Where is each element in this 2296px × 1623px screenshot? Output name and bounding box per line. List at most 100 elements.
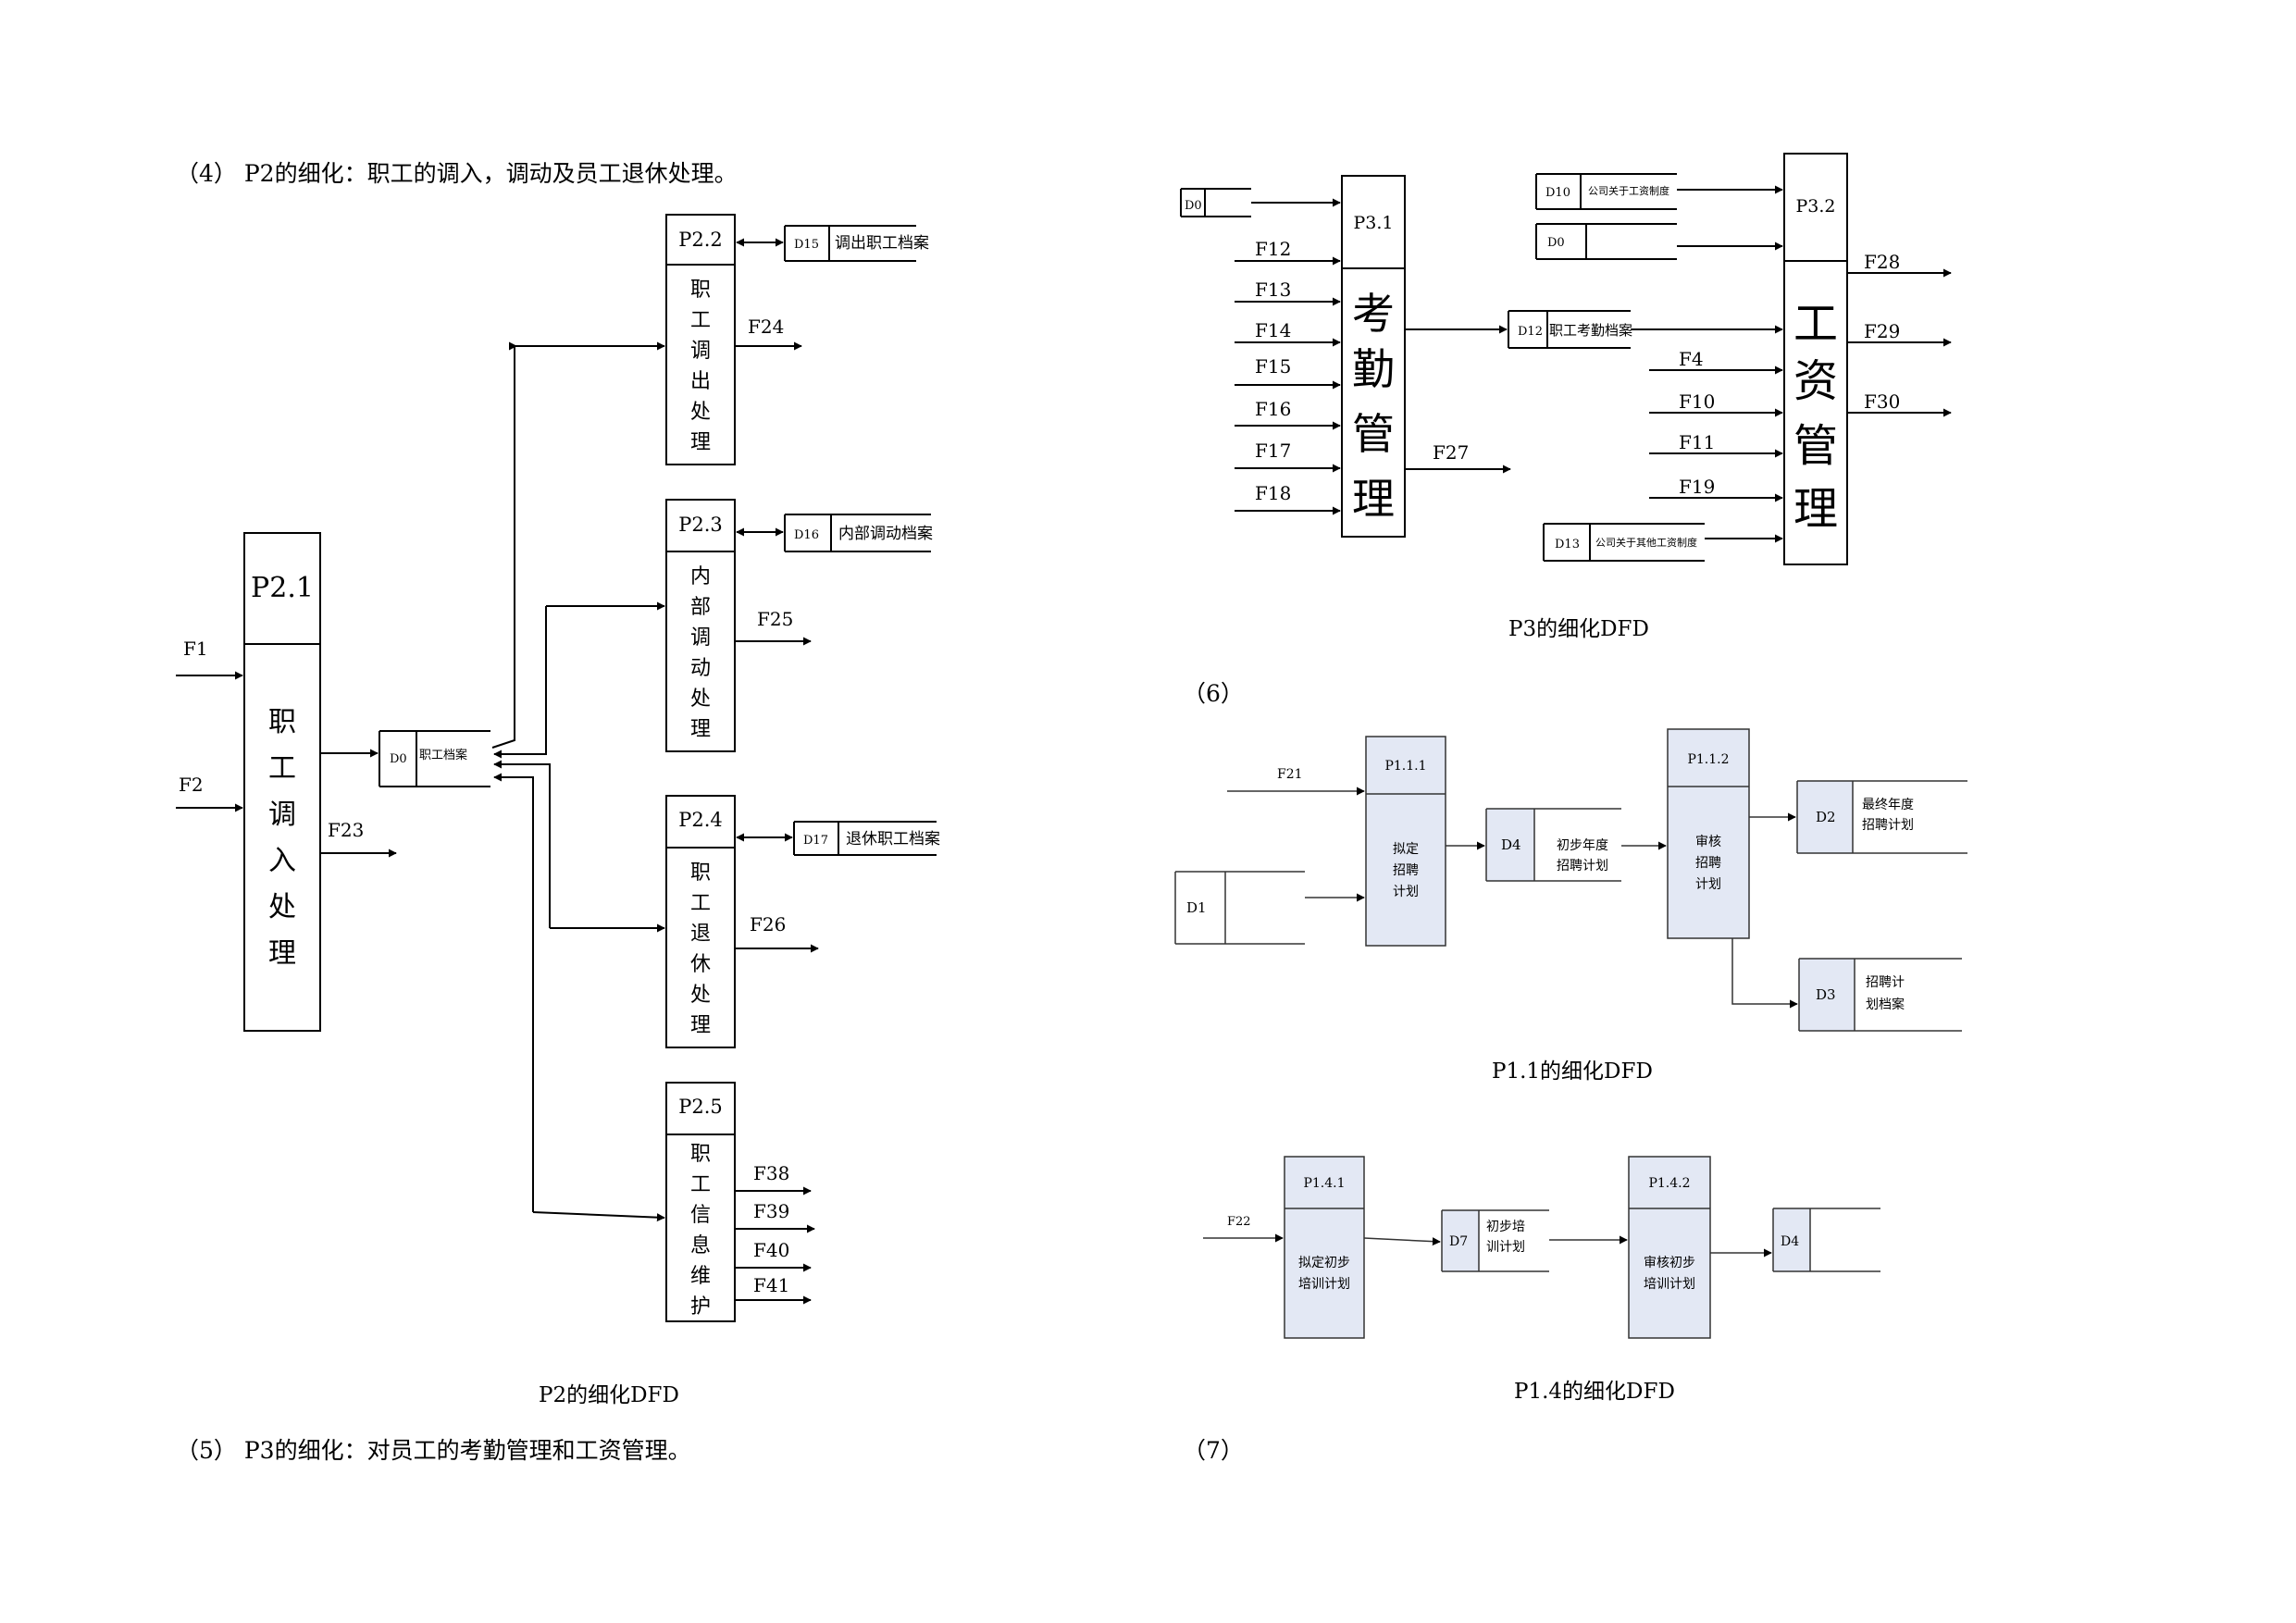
store-d0b-p3: D0 xyxy=(1535,223,1677,260)
svg-text:理: 理 xyxy=(690,431,711,454)
p2-diagram: P2.1 职 工 调 入 处 理 F1 F2 F23 D0 职工档案 xyxy=(176,214,940,1322)
p3-dfd-caption: P3的细化DFD xyxy=(1508,617,1649,641)
p2-dfd-caption: P2的细化DFD xyxy=(539,1383,679,1407)
svg-text:P1.1.2: P1.1.2 xyxy=(1687,752,1729,767)
svg-text:D13: D13 xyxy=(1555,538,1580,551)
svg-text:D4: D4 xyxy=(1781,1234,1799,1249)
p2-intro-text: （4） P2的细化：职工的调入，调动及员工退休处理。 xyxy=(176,160,738,187)
process-p3-1: P3.1 考 勤 管 理 xyxy=(1341,175,1406,538)
store-d0-p3: D0 xyxy=(1180,188,1251,217)
svg-text:息: 息 xyxy=(690,1234,711,1258)
svg-text:F11: F11 xyxy=(1679,431,1715,453)
process-p2-3: P2.3 内 部 调 动 处 理 xyxy=(665,499,736,752)
svg-text:F30: F30 xyxy=(1864,390,1900,413)
svg-text:D0: D0 xyxy=(390,752,407,766)
svg-text:职工考勤档案: 职工考勤档案 xyxy=(1549,322,1632,339)
process-p2-1: P2.1 职 工 调 入 处 理 xyxy=(243,532,321,1032)
svg-text:工: 工 xyxy=(690,309,711,332)
svg-text:初步培: 初步培 xyxy=(1486,1219,1525,1234)
svg-text:初步年度: 初步年度 xyxy=(1557,837,1608,853)
svg-text:管: 管 xyxy=(1793,420,1838,472)
svg-text:P2.2: P2.2 xyxy=(678,229,723,251)
svg-text:处: 处 xyxy=(690,401,711,424)
svg-text:D7: D7 xyxy=(1449,1234,1468,1249)
svg-text:调: 调 xyxy=(690,340,711,363)
svg-text:考: 考 xyxy=(1352,289,1395,339)
svg-text:F28: F28 xyxy=(1864,251,1900,273)
flow-f27: F27 xyxy=(1433,441,1469,464)
svg-text:F18: F18 xyxy=(1255,482,1291,504)
svg-text:P2.5: P2.5 xyxy=(678,1096,723,1118)
store-d0: D0 职工档案 xyxy=(379,730,490,787)
store-d15: D15 调出职工档案 xyxy=(784,225,929,262)
svg-text:出: 出 xyxy=(690,370,711,393)
svg-text:职: 职 xyxy=(690,861,711,885)
svg-text:D12: D12 xyxy=(1518,325,1543,339)
svg-text:职: 职 xyxy=(690,279,711,302)
svg-text:培训计划: 培训计划 xyxy=(1644,1277,1695,1292)
svg-text:工: 工 xyxy=(1793,298,1838,350)
store-d10: D10 公司关于工资制度 xyxy=(1535,173,1677,210)
svg-text:勤: 勤 xyxy=(1352,344,1395,394)
process-p3-2: P3.2 工 资 管 理 xyxy=(1783,153,1848,565)
svg-text:F13: F13 xyxy=(1255,279,1291,301)
svg-text:招聘: 招聘 xyxy=(1393,863,1419,878)
flow-f2: F2 xyxy=(179,774,204,796)
svg-text:F14: F14 xyxy=(1255,319,1291,341)
svg-text:公司关于其他工资制度: 公司关于其他工资制度 xyxy=(1595,536,1697,549)
process-p1-4-2: P1.4.2 审核初步 培训计划 xyxy=(1628,1156,1711,1339)
svg-text:D10: D10 xyxy=(1545,186,1570,200)
svg-text:工: 工 xyxy=(268,752,296,785)
flow-f24: F24 xyxy=(748,316,784,338)
svg-text:P1.4.1: P1.4.1 xyxy=(1303,1176,1345,1191)
svg-text:调: 调 xyxy=(690,626,711,650)
svg-text:D15: D15 xyxy=(794,238,819,252)
store-d16: D16 内部调动档案 xyxy=(784,514,933,552)
svg-text:招聘: 招聘 xyxy=(1695,856,1721,871)
svg-text:维: 维 xyxy=(690,1265,711,1288)
svg-text:F4: F4 xyxy=(1679,348,1704,370)
svg-text:F15: F15 xyxy=(1255,355,1291,378)
store-d13: D13 公司关于其他工资制度 xyxy=(1543,523,1705,562)
svg-text:处: 处 xyxy=(690,984,711,1007)
svg-text:P3.2: P3.2 xyxy=(1795,196,1835,217)
svg-text:划档案: 划档案 xyxy=(1866,997,1905,1012)
flow-f25: F25 xyxy=(757,608,793,630)
svg-text:拟定: 拟定 xyxy=(1393,842,1419,857)
svg-text:计划: 计划 xyxy=(1393,885,1419,899)
svg-text:工: 工 xyxy=(690,1173,711,1196)
svg-text:培训计划: 培训计划 xyxy=(1298,1277,1350,1292)
store-d17: D17 退休职工档案 xyxy=(793,821,940,856)
flow-f22: F22 xyxy=(1227,1215,1251,1229)
svg-text:P1.1.1: P1.1.1 xyxy=(1384,759,1426,774)
svg-text:D2: D2 xyxy=(1816,809,1836,825)
svg-text:职: 职 xyxy=(268,706,296,738)
store-d12: D12 职工考勤档案 xyxy=(1508,310,1632,349)
svg-text:理: 理 xyxy=(690,718,711,741)
svg-text:退休职工档案: 退休职工档案 xyxy=(846,830,940,849)
flow-f21: F21 xyxy=(1277,767,1303,782)
svg-text:调出职工档案: 调出职工档案 xyxy=(835,234,929,253)
svg-text:职: 职 xyxy=(690,1143,711,1166)
svg-text:D4: D4 xyxy=(1501,836,1521,853)
svg-text:P2.3: P2.3 xyxy=(678,514,723,536)
p14-dfd-caption: P1.4的细化DFD xyxy=(1514,1380,1675,1404)
svg-text:理: 理 xyxy=(690,1014,711,1037)
svg-text:公司关于工资制度: 公司关于工资制度 xyxy=(1588,184,1669,197)
svg-text:招聘计划: 招聘计划 xyxy=(1557,859,1608,873)
store-d2: D2 最终年度 招聘计划 xyxy=(1796,780,1967,854)
svg-text:拟定初步: 拟定初步 xyxy=(1298,1255,1350,1270)
svg-text:退: 退 xyxy=(690,923,711,946)
process-p1-1-1: P1.1.1 拟定 招聘 计划 xyxy=(1365,736,1446,947)
flow-f40: F40 xyxy=(753,1239,789,1261)
svg-text:护: 护 xyxy=(690,1295,711,1319)
process-p1-1-2: P1.1.2 审核 招聘 计划 xyxy=(1667,728,1750,939)
svg-text:审核初步: 审核初步 xyxy=(1644,1255,1695,1270)
svg-text:信: 信 xyxy=(690,1204,711,1227)
svg-text:资: 资 xyxy=(1793,355,1838,407)
p3-diagram: D0 P3.1 考 勤 管 理 F12 F13 F14 F15 F16 F17 … xyxy=(1180,153,1952,565)
svg-text:D0: D0 xyxy=(1185,199,1202,213)
flow-f1: F1 xyxy=(183,638,208,660)
svg-text:内: 内 xyxy=(690,565,711,588)
